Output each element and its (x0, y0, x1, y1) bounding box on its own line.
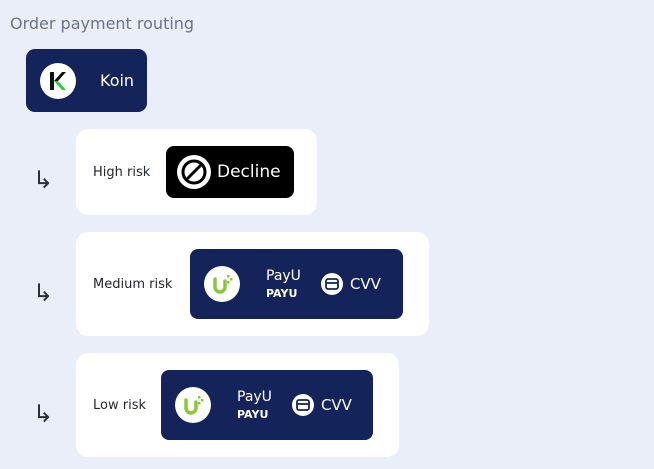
risk-label: Low risk (93, 397, 146, 413)
processor-name: PayU (266, 268, 301, 284)
koin-node[interactable]: Koin (26, 49, 147, 112)
payu-logo-icon (175, 387, 211, 423)
route-medium-risk: Medium risk PayU PAYU CVV (76, 232, 429, 336)
card-icon (320, 273, 343, 295)
decline-label: Decline (217, 162, 281, 182)
koin-logo-icon (40, 62, 76, 99)
processor-code: PAYU (266, 287, 298, 300)
branch-arrow-icon: ↳ (33, 279, 54, 307)
processor-name: PayU (237, 389, 272, 405)
branch-arrow-icon: ↳ (33, 400, 54, 428)
payu-logo-icon (204, 266, 240, 302)
route-high-risk: High risk Decline (76, 129, 317, 215)
block-icon (177, 155, 211, 189)
page-title: Order payment routing (10, 14, 195, 33)
cvv-label: CVV (320, 396, 352, 414)
card-icon (291, 394, 314, 416)
processor-code: PAYU (237, 408, 269, 421)
payu-processor-node[interactable]: PayU PAYU CVV (190, 249, 403, 319)
koin-label: Koin (100, 71, 135, 90)
cvv-badge: CVV (291, 394, 352, 416)
payu-processor-node[interactable]: PayU PAYU CVV (161, 370, 373, 440)
decline-button[interactable]: Decline (166, 146, 294, 198)
branch-arrow-icon: ↳ (33, 166, 54, 194)
route-low-risk: Low risk PayU PAYU CVV (76, 353, 399, 457)
risk-label: High risk (93, 164, 151, 180)
cvv-label: CVV (349, 275, 381, 293)
cvv-badge: CVV (320, 273, 381, 295)
risk-label: Medium risk (93, 276, 173, 292)
